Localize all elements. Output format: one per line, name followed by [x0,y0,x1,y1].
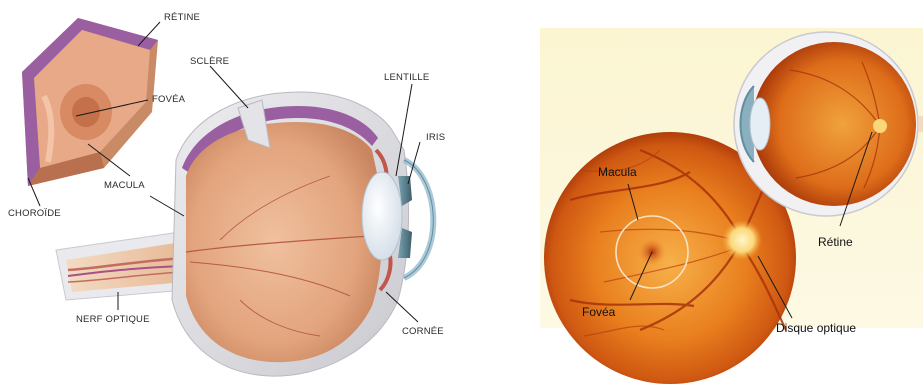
lens-illustration [362,172,402,260]
label-fovea: FOVÉA [152,94,186,105]
fundus-diagram: Macula Fovéa Rétine Disque optique [540,28,923,384]
optic-nerve-illustration [56,232,186,300]
optic-disc-illustration [722,220,762,260]
eyeball-illustration [172,92,433,376]
label-sclere: SCLÈRE [190,56,229,67]
label-disque-optique: Disque optique [776,321,856,335]
label-lentille: LENTILLE [384,72,429,83]
label-iris: IRIS [426,132,445,143]
label-fovea-right: Fovéa [582,305,616,319]
label-retine-right: Rétine [818,235,853,249]
label-macula: MACULA [104,180,145,191]
label-nerf-optique: NERF OPTIQUE [76,314,150,325]
label-retine: RÉTINE [164,12,200,23]
label-cornee: CORNÉE [402,326,444,337]
label-macula-right: Macula [598,165,637,179]
label-choroide: CHOROÏDE [8,208,61,219]
cross-section-diagram: RÉTINE FOVÉA SCLÈRE LENTILLE IRIS MACULA… [8,12,445,376]
